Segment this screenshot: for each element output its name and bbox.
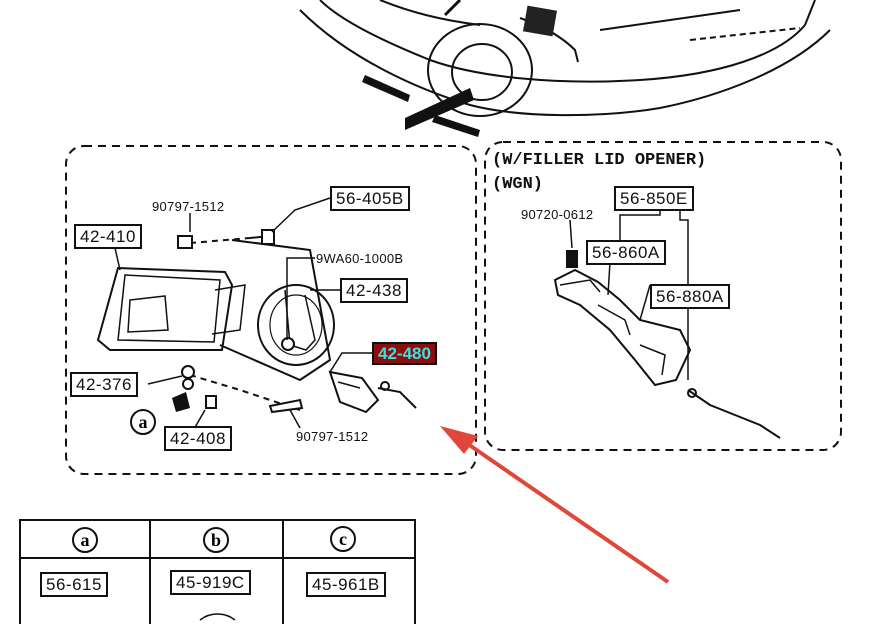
opener-drawing [553,268,781,439]
table-part-c: 45-961B [306,572,386,597]
callout-part-850e: 56-850E [614,186,694,211]
callout-bolt-bottom: 90797-1512 [296,429,369,444]
table-part-sketch [199,613,236,621]
callout-part-376: 42-376 [70,372,138,397]
hatch-mark [362,75,410,102]
table-header-b: b [203,527,229,553]
table-header-a: a [72,527,98,553]
marker-a-circle: a [130,409,156,435]
hatch-mark-2 [432,115,480,137]
table-part-a: 56-615 [40,572,108,597]
callout-screw-9wa: 9WA60-1000B [316,251,404,266]
fuel-lid-actuator [522,5,558,37]
table-header-c: c [330,526,356,552]
callout-part-408: 42-408 [164,426,232,451]
opener-group-border [484,141,842,451]
callout-bolt-top: 90797-1512 [152,199,225,214]
filler-lid-drawing [96,235,335,411]
callout-clip-top: 56-405B [330,186,410,211]
callout-opener-bolt: 90720-0612 [521,207,594,222]
callout-lid-assembly: 42-410 [74,224,142,249]
opener-header-line1: (W/FILLER LID OPENER) [492,151,707,170]
callout-part-860a: 56-860A [586,240,666,265]
table-part-b: 45-919C [170,570,251,595]
lock-mechanism [328,370,417,414]
legend-table-grid [19,519,416,624]
callout-lock-480-highlighted: 42-480 [372,342,437,365]
callout-part-880a: 56-880A [650,284,730,309]
lid-group-border [65,145,477,475]
car-body-outline [299,0,831,117]
red-pointer-arrow [440,426,670,584]
small-parts [177,229,304,414]
opener-bolt [566,250,578,268]
opener-header-line2: (WGN) [492,175,544,194]
leader-arrow-top [405,88,474,130]
callout-part-438: 42-438 [340,278,408,303]
bracket-arrow [172,392,190,412]
